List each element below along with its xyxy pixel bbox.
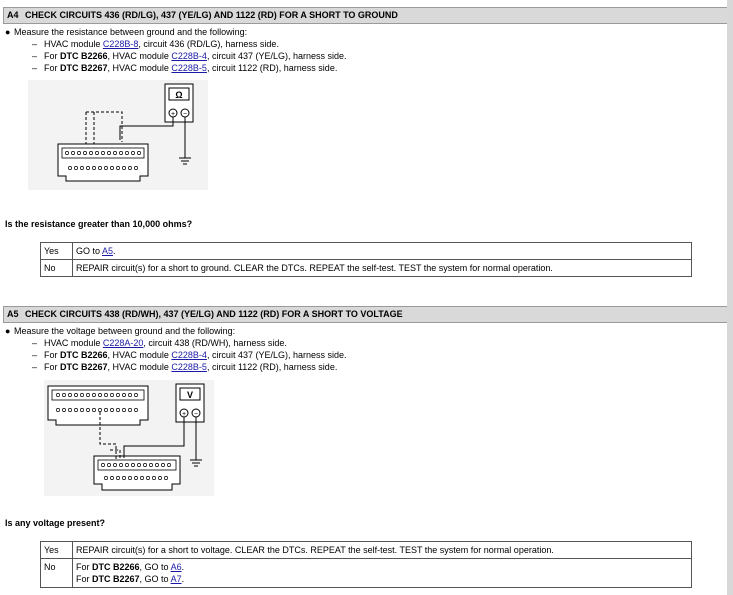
a4-answer-table: Yes GO to A5. No REPAIR circuit(s) for a…: [40, 242, 692, 277]
step-a5-header: A5 CHECK CIRCUITS 438 (RD/WH), 437 (YE/L…: [3, 306, 729, 323]
a5-no-cell: For DTC B2266, GO to A6. For DTC B2267, …: [72, 558, 692, 588]
link-c228b-8[interactable]: C228B-8: [102, 39, 139, 49]
page-right-border: [727, 0, 733, 595]
a5-item-1-pre: HVAC module: [44, 338, 103, 348]
link-c228b-5[interactable]: C228B-5: [171, 63, 207, 73]
a5-no-line-1-dtc: DTC B2266: [92, 562, 140, 572]
a5-item-3-mid: , HVAC module: [107, 362, 172, 372]
a4-no-label: No: [40, 259, 73, 277]
harness-connector-icon: [57, 143, 149, 182]
a4-item-2-post: , circuit 437 (YE/LG), harness side.: [206, 51, 347, 61]
a4-yes-label: Yes: [40, 242, 73, 260]
a4-question: Is the resistance greater than 10,000 oh…: [5, 219, 193, 229]
harness-connector-icon: [93, 455, 181, 491]
svg-text:−: −: [194, 411, 198, 418]
table-row: No REPAIR circuit(s) for a short to grou…: [40, 259, 692, 277]
a5-bullet: ●Measure the voltage between ground and …: [5, 325, 235, 337]
a5-no-line-2-mid: , GO to: [139, 574, 171, 584]
voltmeter-icon: V + −: [175, 383, 205, 423]
dash-icon: –: [32, 39, 38, 49]
link-a7[interactable]: A7: [170, 574, 182, 584]
svg-text:+: +: [171, 111, 175, 118]
ground-icon: [190, 459, 202, 467]
a5-voltage-diagram: V + −: [44, 380, 214, 496]
harness-connector-icon: [47, 385, 149, 426]
table-row: Yes GO to A5.: [40, 242, 692, 260]
dash-icon: –: [32, 51, 38, 61]
a5-bullet-text: Measure the voltage between ground and t…: [14, 326, 236, 336]
a4-item-1-post: , circuit 436 (RD/LG), harness side.: [138, 39, 279, 49]
bullet-icon: ●: [5, 27, 11, 37]
a5-item-2-mid: , HVAC module: [107, 350, 172, 360]
step-a5-title: CHECK CIRCUITS 438 (RD/WH), 437 (YE/LG) …: [25, 309, 403, 319]
a4-no-text: REPAIR circuit(s) for a short to ground.…: [72, 259, 692, 277]
a5-no-line-1-post: .: [181, 562, 185, 572]
a5-no-line-2-dtc: DTC B2267: [92, 574, 140, 584]
a5-item-3: –For DTC B2267, HVAC module C228B-5, cir…: [32, 361, 337, 373]
link-c228b-4[interactable]: C228B-4: [171, 51, 207, 61]
a5-item-3-dtc: DTC B2267: [60, 362, 108, 372]
step-a5-id: A5: [7, 309, 19, 319]
a5-item-2: –For DTC B2266, HVAC module C228B-4, cir…: [32, 349, 347, 361]
table-row: Yes REPAIR circuit(s) for a short to vol…: [40, 541, 692, 559]
a5-no-label: No: [40, 558, 73, 588]
svg-text:−: −: [183, 111, 187, 118]
a5-no-line-2-post: .: [181, 574, 185, 584]
a5-question: Is any voltage present?: [5, 518, 106, 528]
a5-item-3-pre: For: [44, 362, 61, 372]
a4-item-3: –For DTC B2267, HVAC module C228B-5, cir…: [32, 62, 337, 74]
link-c228b-5[interactable]: C228B-5: [171, 362, 207, 372]
a5-item-2-pre: For: [44, 350, 61, 360]
a4-item-2: –For DTC B2266, HVAC module C228B-4, cir…: [32, 50, 347, 62]
a4-item-1: –HVAC module C228B-8, circuit 436 (RD/LG…: [32, 38, 279, 50]
bullet-icon: ●: [5, 326, 11, 336]
link-c228a-20[interactable]: C228A-20: [102, 338, 144, 348]
a4-item-3-post: , circuit 1122 (RD), harness side.: [206, 63, 338, 73]
dash-icon: –: [32, 63, 38, 73]
a4-item-3-pre: For: [44, 63, 61, 73]
dash-icon: –: [32, 350, 38, 360]
dash-icon: –: [32, 362, 38, 372]
a5-item-2-post: , circuit 437 (YE/LG), harness side.: [206, 350, 347, 360]
volt-symbol: V: [187, 390, 193, 400]
step-a4-header: A4 CHECK CIRCUITS 436 (RD/LG), 437 (YE/L…: [3, 7, 729, 24]
step-a4-id: A4: [7, 10, 19, 20]
a5-answer-table: Yes REPAIR circuit(s) for a short to vol…: [40, 541, 692, 588]
link-c228b-4[interactable]: C228B-4: [171, 350, 207, 360]
table-row: No For DTC B2266, GO to A6. For DTC B226…: [40, 558, 692, 588]
ohmmeter-icon: Ω + −: [164, 83, 194, 123]
link-a5[interactable]: A5: [102, 246, 114, 256]
a5-item-3-post: , circuit 1122 (RD), harness side.: [206, 362, 338, 372]
svg-text:+: +: [182, 411, 186, 418]
a5-no-line-2: For DTC B2267, GO to A7.: [76, 573, 688, 585]
a4-yes-cell: GO to A5.: [72, 242, 692, 260]
a4-item-2-mid: , HVAC module: [107, 51, 172, 61]
step-a4-title: CHECK CIRCUITS 436 (RD/LG), 437 (YE/LG) …: [25, 10, 398, 20]
a5-yes-text: REPAIR circuit(s) for a short to voltage…: [72, 541, 692, 559]
a4-bullet: ●Measure the resistance between ground a…: [5, 26, 247, 38]
a5-no-line-1-pre: For: [76, 562, 93, 572]
a5-yes-label: Yes: [40, 541, 73, 559]
a5-no-line-1-mid: , GO to: [139, 562, 171, 572]
a5-item-1: –HVAC module C228A-20, circuit 438 (RD/W…: [32, 337, 287, 349]
a4-resistance-diagram: Ω + −: [28, 80, 208, 190]
a4-bullet-text: Measure the resistance between ground an…: [14, 27, 248, 37]
a4-item-2-dtc: DTC B2266: [60, 51, 108, 61]
a4-yes-pre: GO to: [76, 246, 103, 256]
dash-icon: –: [32, 338, 38, 348]
a5-no-line-2-pre: For: [76, 574, 93, 584]
a4-item-3-dtc: DTC B2267: [60, 63, 108, 73]
a5-no-line-1: For DTC B2266, GO to A6.: [76, 561, 688, 573]
a5-item-1-post: , circuit 438 (RD/WH), harness side.: [143, 338, 287, 348]
a5-item-2-dtc: DTC B2266: [60, 350, 108, 360]
a4-yes-post: .: [113, 246, 116, 256]
ohm-symbol: Ω: [175, 90, 182, 100]
a4-item-2-pre: For: [44, 51, 61, 61]
link-a6[interactable]: A6: [170, 562, 182, 572]
a4-item-3-mid: , HVAC module: [107, 63, 172, 73]
a4-item-1-pre: HVAC module: [44, 39, 103, 49]
ground-icon: [179, 157, 191, 165]
